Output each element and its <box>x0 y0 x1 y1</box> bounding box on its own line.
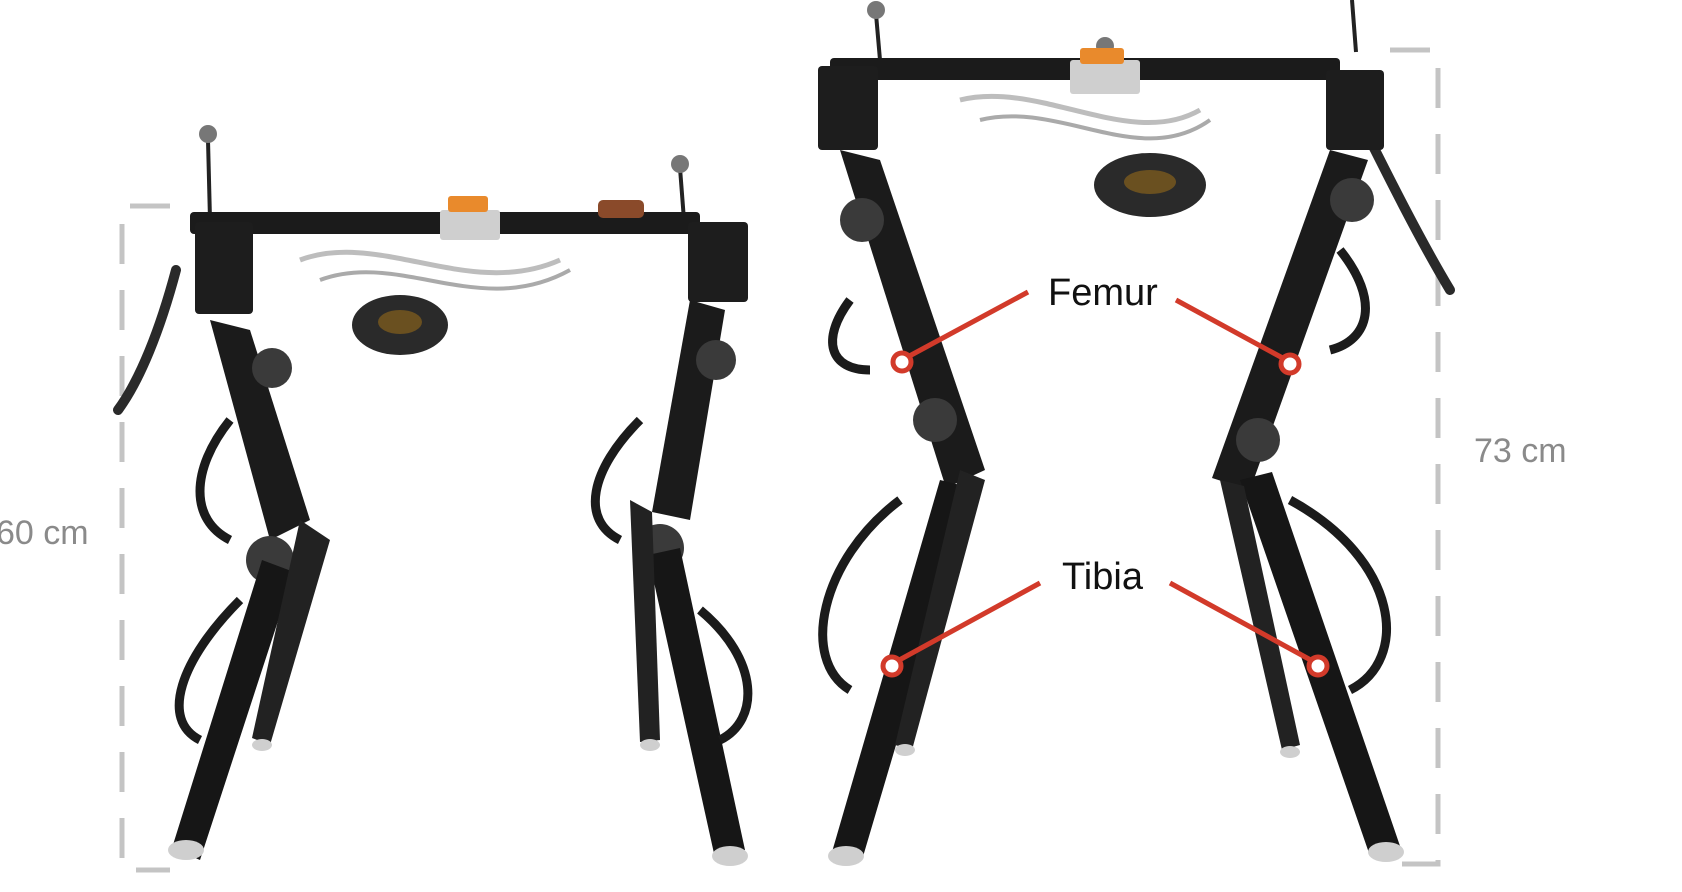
electronics-box <box>440 210 500 240</box>
height-label-tall: 73 cm <box>1474 432 1567 470</box>
tibia-marker-left <box>880 654 904 678</box>
leg-left-lower <box>172 560 294 860</box>
leg-right-lower <box>648 548 745 858</box>
tracking-marker <box>671 155 689 173</box>
femur-marker-left <box>890 350 914 374</box>
right-height-bracket <box>1390 47 1441 867</box>
femur-label: Femur <box>1048 272 1158 314</box>
height-label-short: 60 cm <box>0 514 89 552</box>
tibia-label: Tibia <box>1062 556 1143 598</box>
leg-right-upper <box>1212 150 1368 490</box>
left-height-bracket <box>119 203 170 873</box>
electronics-module <box>1080 48 1124 64</box>
tibia-marker-right <box>1306 654 1330 678</box>
femur-callouts <box>890 289 1302 376</box>
tether-cable <box>113 265 181 415</box>
tracking-marker <box>199 125 217 143</box>
electronics-module <box>448 196 488 212</box>
tracking-marker <box>867 1 885 19</box>
robot-tall <box>818 0 1455 866</box>
leg-left-upper <box>210 320 310 540</box>
tibia-callouts <box>880 580 1330 678</box>
leg-right-upper <box>652 300 725 520</box>
femur-marker-right <box>1278 352 1302 376</box>
electronics-box <box>1070 60 1140 94</box>
robot-short <box>113 125 753 866</box>
